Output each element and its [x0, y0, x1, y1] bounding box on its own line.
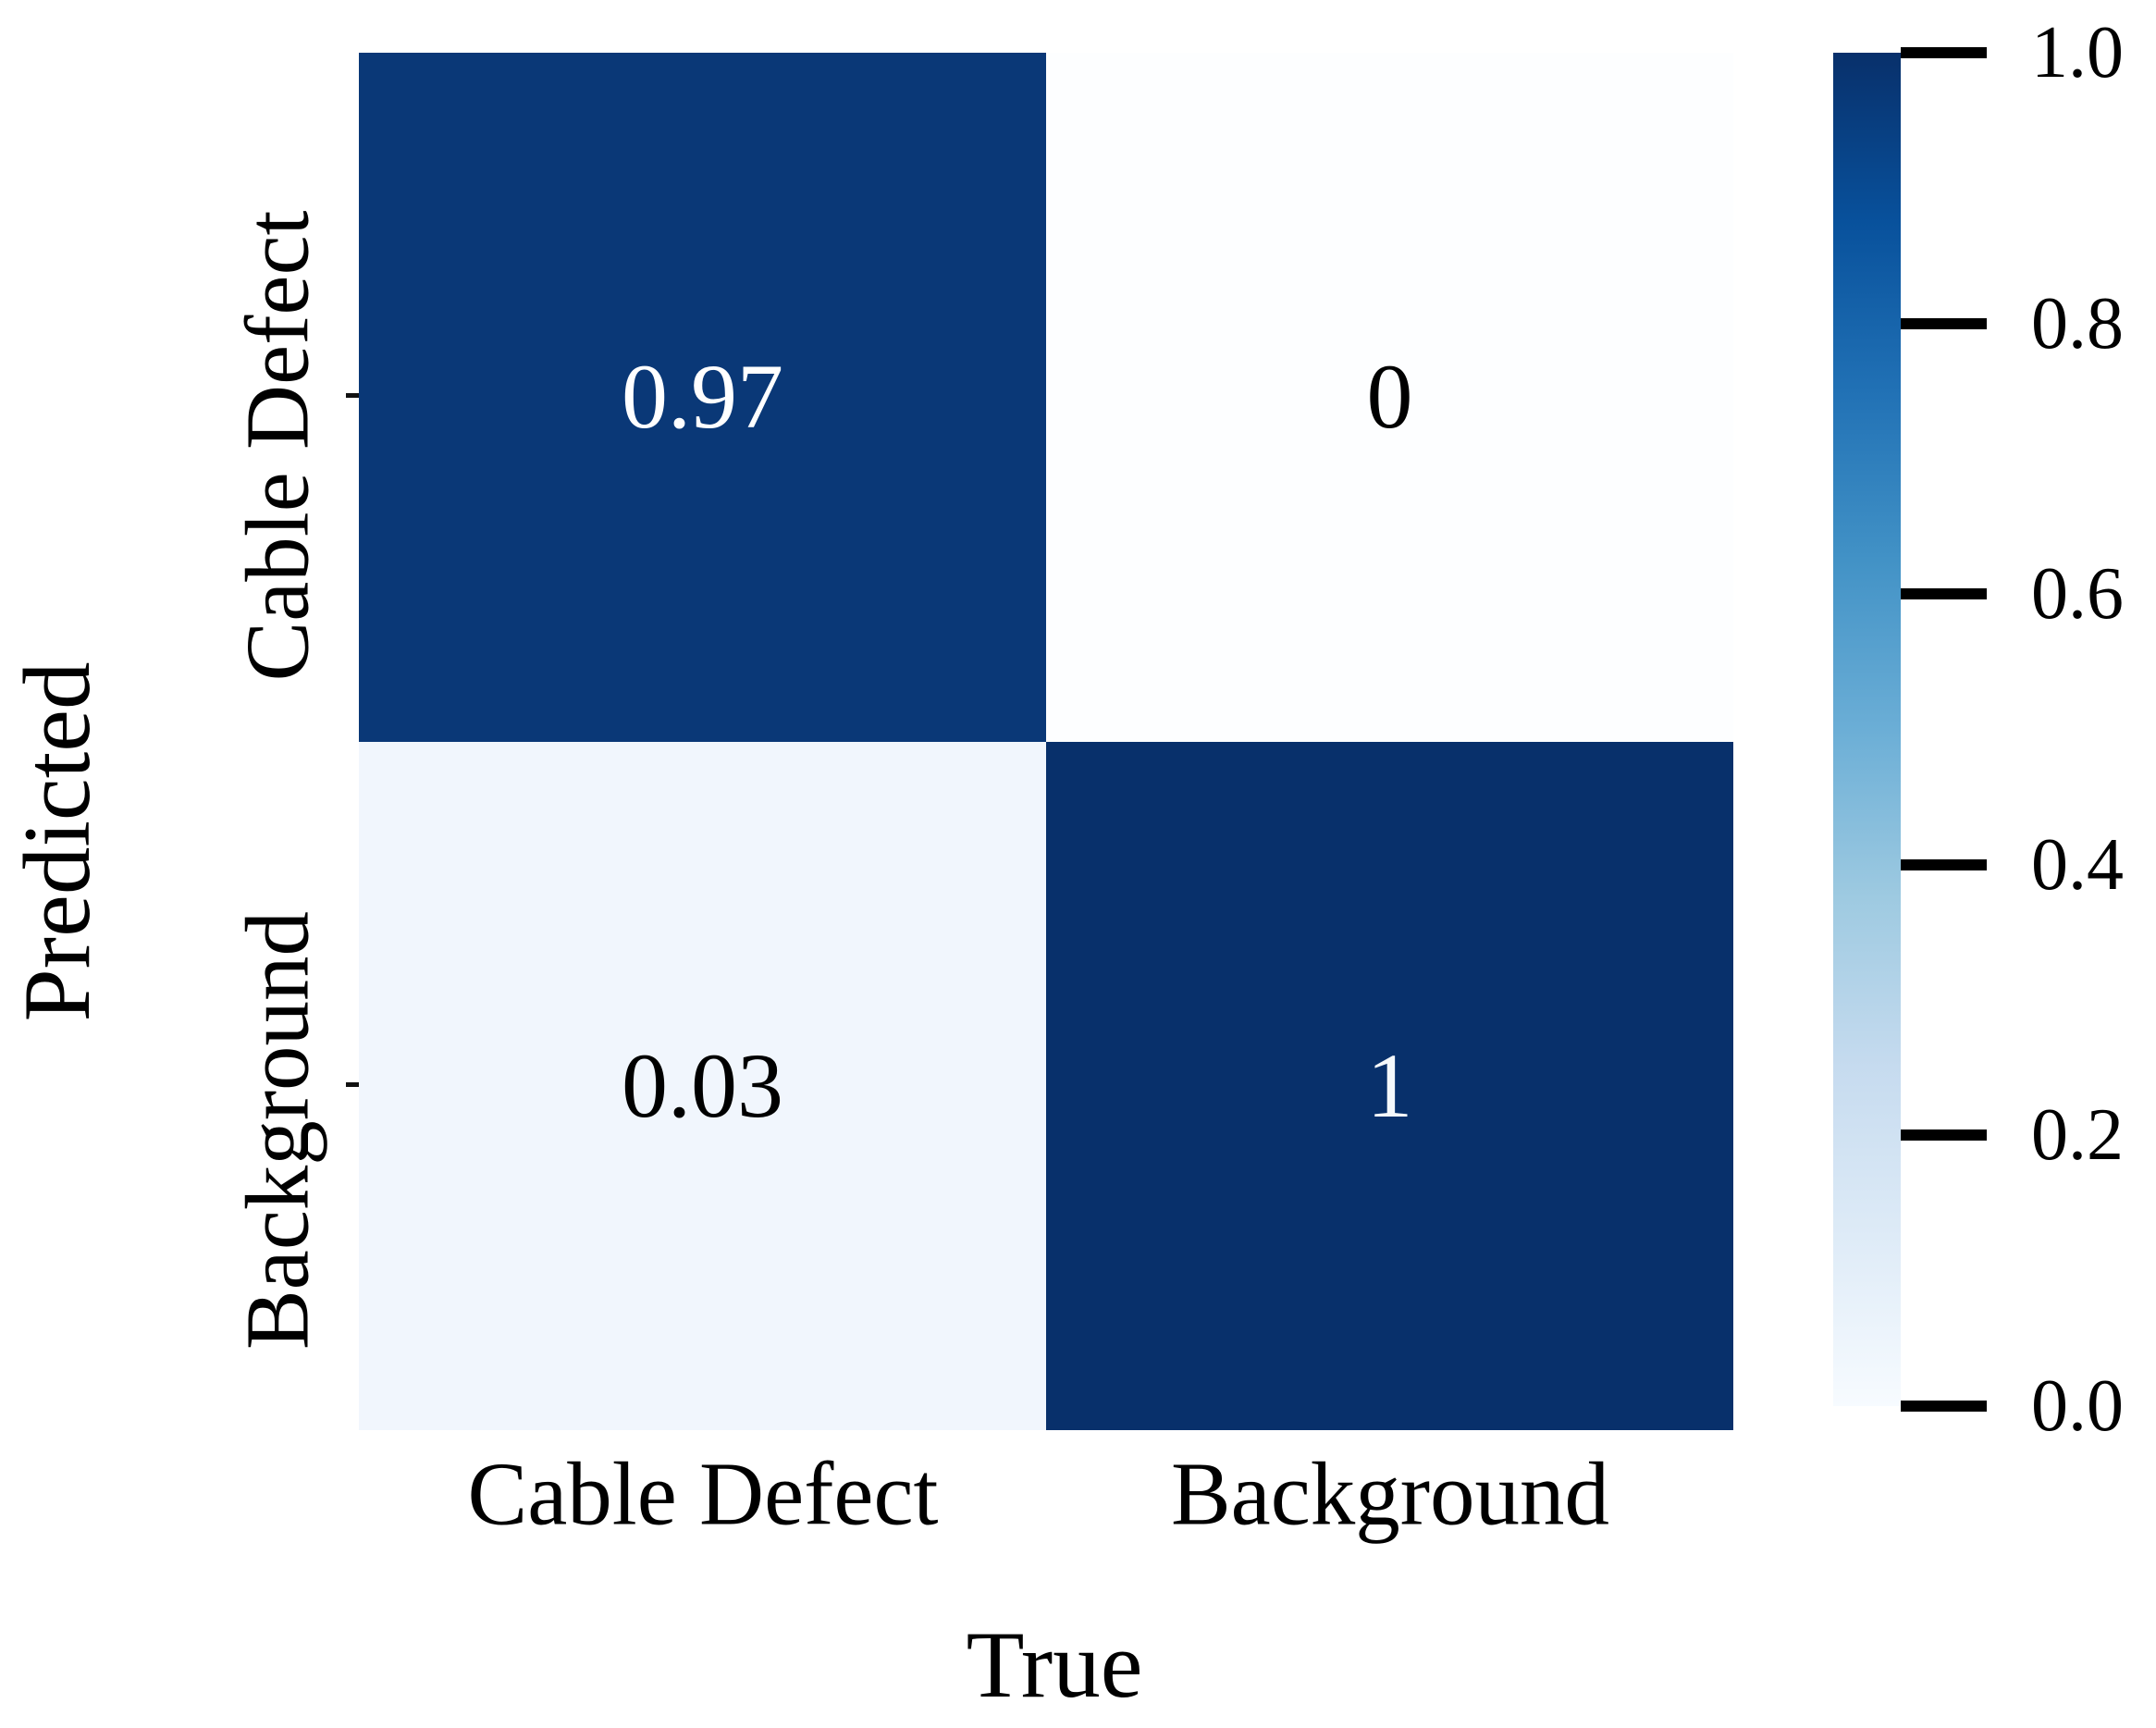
colorbar-tick-label: 0.8: [2031, 282, 2124, 364]
heatmap-cell-r1c0: 0.03: [359, 741, 1046, 1430]
x-tick-label-cable-defect: Cable Defect: [467, 1444, 939, 1544]
colorbar-tick-mark: [1901, 1129, 1987, 1142]
y-tick-label-cable-defect: Cable Defect: [228, 210, 327, 682]
cell-value: 1: [1366, 1033, 1413, 1137]
heatmap-cell-r0c0: 0.97: [359, 53, 1046, 742]
colorbar-tick-mark: [1901, 1401, 1987, 1412]
x-axis-title: True: [966, 1612, 1143, 1718]
colorbar-tick: 0.4: [1901, 828, 2124, 902]
colorbar-tick: 0.6: [1901, 557, 2124, 631]
y-axis-tick-mark: [346, 1082, 359, 1087]
colorbar-tick: 0.2: [1901, 1098, 2124, 1172]
colorbar-gradient: [1833, 53, 1901, 1406]
x-tick-label-background: Background: [1170, 1444, 1610, 1544]
y-axis-tick-mark: [346, 393, 359, 398]
heatmap-cell-r0c1: 0: [1046, 53, 1733, 742]
cell-value: 0: [1366, 345, 1413, 449]
heatmap-cell-r1c1: 1: [1046, 741, 1733, 1430]
colorbar-tick-label: 0.4: [2031, 823, 2124, 906]
colorbar-tick-mark: [1901, 858, 1987, 870]
colorbar-ticks: 1.0 0.8 0.6 0.4 0.2 0.0: [1901, 16, 2156, 1443]
cell-value: 0.03: [622, 1033, 783, 1137]
y-tick-label-background: Background: [228, 910, 327, 1351]
colorbar-tick-mark: [1901, 47, 1987, 58]
cell-value: 0.97: [622, 345, 783, 449]
colorbar-tick-mark: [1901, 317, 1987, 329]
heatmap-grid: 0.97 0 0.03 1: [359, 53, 1733, 1430]
y-axis-title: Predicted: [5, 661, 110, 1022]
colorbar-tick-label: 0.6: [2031, 553, 2124, 636]
colorbar-tick: 0.8: [1901, 287, 2124, 361]
colorbar-tick: 1.0: [1901, 16, 2124, 90]
colorbar-tick-label: 1.0: [2031, 12, 2124, 93]
colorbar-tick-label: 0.2: [2031, 1094, 2124, 1177]
colorbar-tick-mark: [1901, 588, 1987, 600]
colorbar-tick: 0.0: [1901, 1369, 2124, 1443]
colorbar-tick-label: 0.0: [2031, 1365, 2124, 1447]
